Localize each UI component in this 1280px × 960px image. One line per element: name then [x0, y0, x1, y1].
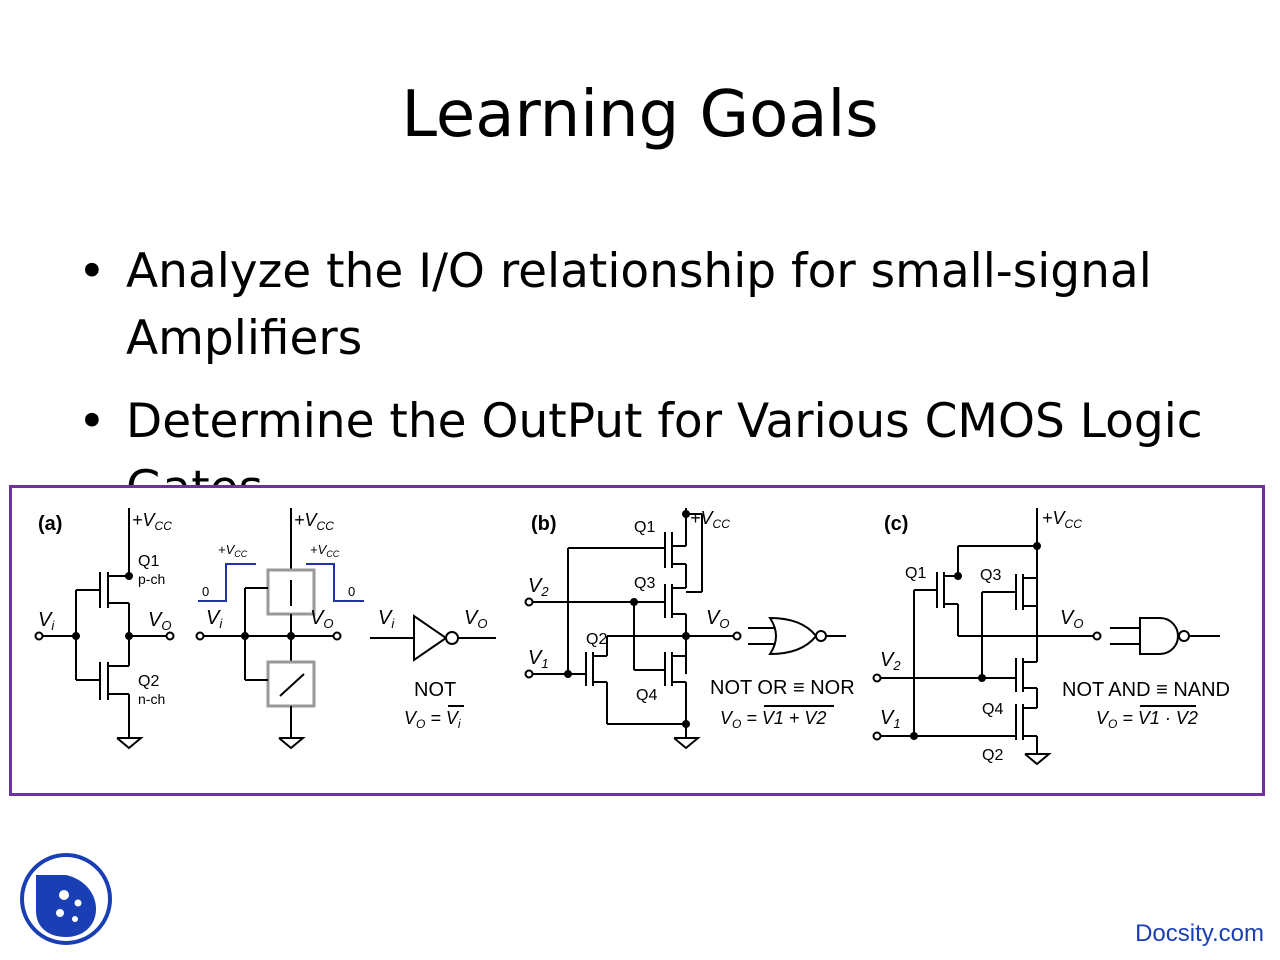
wave-zero-label: 0 [348, 584, 355, 599]
v2-label: V2 [880, 649, 901, 673]
vi-label: Vi [38, 609, 55, 633]
q1-label: Q1 [905, 565, 926, 582]
vcc-label: +VCC [294, 510, 334, 533]
vcc-label: +VCC [690, 508, 730, 531]
nor-equation: VO = V1 + V2 [720, 708, 826, 731]
bullet-item: • Analyze the I/O relationship for small-… [78, 238, 1228, 372]
q3-label: Q3 [980, 567, 1001, 584]
docsity-logo-icon [20, 853, 112, 945]
switch-box-bottom [266, 660, 316, 708]
q4-label: Q4 [636, 687, 657, 704]
wave-vcc-label: +VCC [310, 542, 340, 559]
panel-c: (c) +VCC Q3 Q1 VO Q4 [872, 508, 1230, 766]
v2-label: V2 [528, 575, 549, 599]
q1-label: Q1 [138, 553, 159, 570]
vo-label: VO [464, 607, 487, 631]
cmos-circuits-diagram: (a) +VCC Q1 p-ch Q2 n-ch Vi VO [34, 508, 1230, 766]
brand-link[interactable]: Docsity.com [1135, 920, 1264, 947]
q2-label: Q2 [586, 631, 607, 648]
not-equation: VO = Vi [404, 708, 461, 731]
panel-c-label: (c) [884, 513, 908, 535]
vcc-label: +VCC [1042, 508, 1082, 531]
vo-label: VO [148, 609, 171, 633]
q3-label: Q3 [634, 575, 655, 592]
vo-label: VO [1060, 607, 1083, 631]
bullet-list: • Analyze the I/O relationship for small-… [78, 238, 1228, 538]
vcc-label: +VCC [132, 510, 172, 533]
q2-type-label: n-ch [138, 691, 165, 707]
panel-a-label: (a) [38, 513, 62, 535]
vo-label: VO [310, 607, 333, 631]
slide-title: Learning Goals [401, 78, 879, 152]
wave-zero-label: 0 [202, 584, 209, 599]
q2-label: Q2 [982, 747, 1003, 764]
panel-b: (b) +VCC Q1 Q3 VO Q4 [524, 508, 855, 750]
wave-vcc-label: +VCC [218, 542, 248, 559]
bullet-marker: • [78, 394, 106, 449]
vo-label: VO [706, 607, 729, 631]
nand-gate-name: NOT AND ≡ NAND [1062, 679, 1230, 701]
panel-b-label: (b) [531, 513, 557, 535]
vi-label: Vi [206, 607, 223, 631]
vi-label: Vi [378, 607, 395, 631]
circuit-figure: (a) +VCC Q1 p-ch Q2 n-ch Vi VO [9, 485, 1265, 796]
q2-label: Q2 [138, 673, 159, 690]
panel-a: (a) +VCC Q1 p-ch Q2 n-ch Vi VO [34, 508, 496, 750]
not-gate-name: NOT [414, 679, 456, 701]
nor-gate-name: NOT OR ≡ NOR [710, 677, 855, 699]
q4-label: Q4 [982, 701, 1003, 718]
v1-label: V1 [528, 647, 549, 671]
v1-label: V1 [880, 707, 901, 731]
q1-type-label: p-ch [138, 571, 165, 587]
bullet-marker: • [78, 244, 106, 299]
bullet-text: Analyze the I/O relationship for small-s… [126, 244, 1152, 366]
nand-equation: VO = V1 · V2 [1096, 708, 1198, 731]
q1-label: Q1 [634, 519, 655, 536]
